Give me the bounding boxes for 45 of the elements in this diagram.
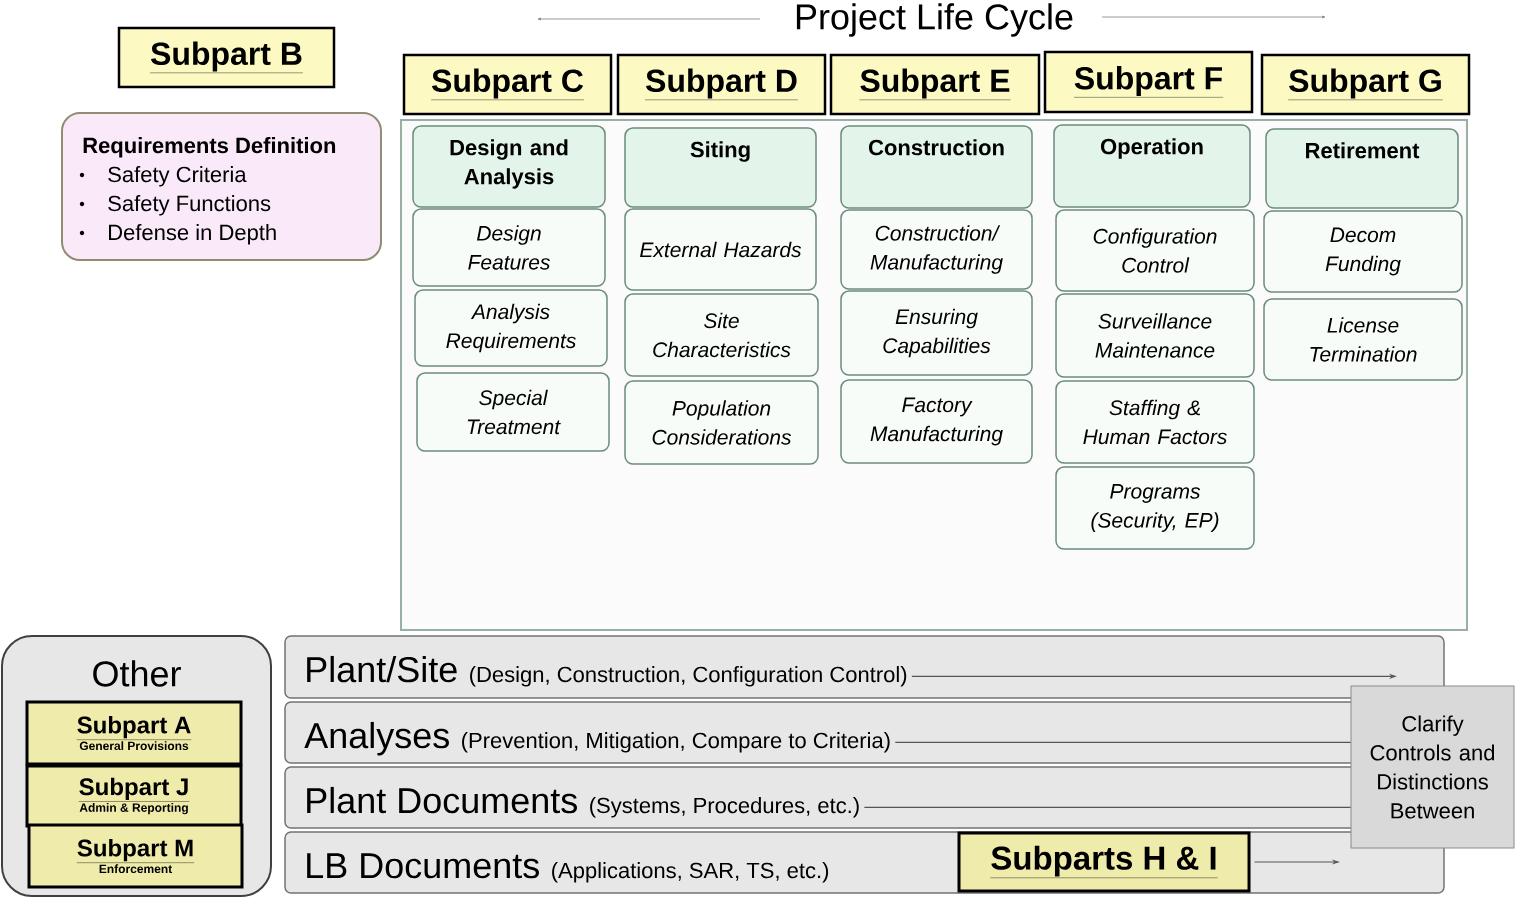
band-subtitle: (Applications, SAR, TS, etc.) [552, 862, 829, 883]
band-title: LB Documents [307, 853, 539, 879]
item-text: Analysis Requirements [446, 303, 576, 353]
band-subtitle: (Design, Construction, Configuration Control) [470, 666, 907, 687]
column-header: Operation [1100, 138, 1203, 159]
column-header: Siting [690, 141, 750, 162]
column-header: Design and Analysis [450, 139, 568, 189]
band-subtitle: (Prevention, Mitigation, Compare to Criteria) [462, 732, 890, 753]
item-text: License Termination [1310, 317, 1417, 362]
item-text: Population Considerations [652, 400, 792, 445]
subpart-box: Subpart G [1260, 53, 1471, 116]
item-text: Design Features [468, 225, 550, 270]
band-title: Plant Documents [307, 786, 577, 814]
band-title: Analyses [304, 721, 449, 756]
note-box: Clarify Controls and Distinctions Between [1350, 685, 1515, 849]
list-item: Safety Criteria [108, 166, 247, 187]
subpart-box: Subpart F [1043, 50, 1254, 114]
item-text: Special Treatment [467, 389, 561, 435]
item-text: Decom Funding [1325, 227, 1401, 276]
item-text: External Hazards [640, 241, 802, 258]
item-text: Staffing & Human Factors [1083, 399, 1227, 445]
list-item: Defense in Depth [109, 224, 276, 245]
item-text: Programs (Security, EP) [1091, 484, 1219, 532]
list-item: Safety Functions [108, 195, 271, 216]
subpart-box: Subpart E [829, 53, 1041, 116]
item-text: Factory Manufacturing [870, 397, 1003, 446]
column-header: Retirement [1306, 142, 1420, 159]
item-text: Configuration Control [1093, 228, 1217, 273]
subpart-box: Subpart B [117, 26, 336, 89]
subpart-box: Subpart C [402, 53, 613, 116]
subpart-box: Subpart D [616, 53, 827, 116]
item-text: Construction/ Manufacturing [870, 225, 1003, 274]
box-heading: Requirements Definition [83, 137, 336, 158]
item-text: Ensuring Capabilities [883, 308, 991, 358]
subpart-box: Subparts H & I [957, 831, 1251, 893]
subpart-box: Subpart M Enforcement [27, 823, 244, 889]
subpart-box: Subpart J Admin & Reporting [25, 764, 243, 828]
band-title: Plant/Site [307, 655, 457, 683]
band-subtitle: (Systems, Procedures, etc.) [590, 797, 859, 818]
item-text: Site Characteristics [653, 312, 791, 358]
column-header: Construction [869, 139, 1004, 156]
title: Project Life Cycle [796, 3, 1073, 37]
group-title: Other [93, 660, 181, 687]
item-text: Surveillance Maintenance [1095, 313, 1215, 358]
subpart-box: Subpart A General Provisions [25, 700, 243, 766]
